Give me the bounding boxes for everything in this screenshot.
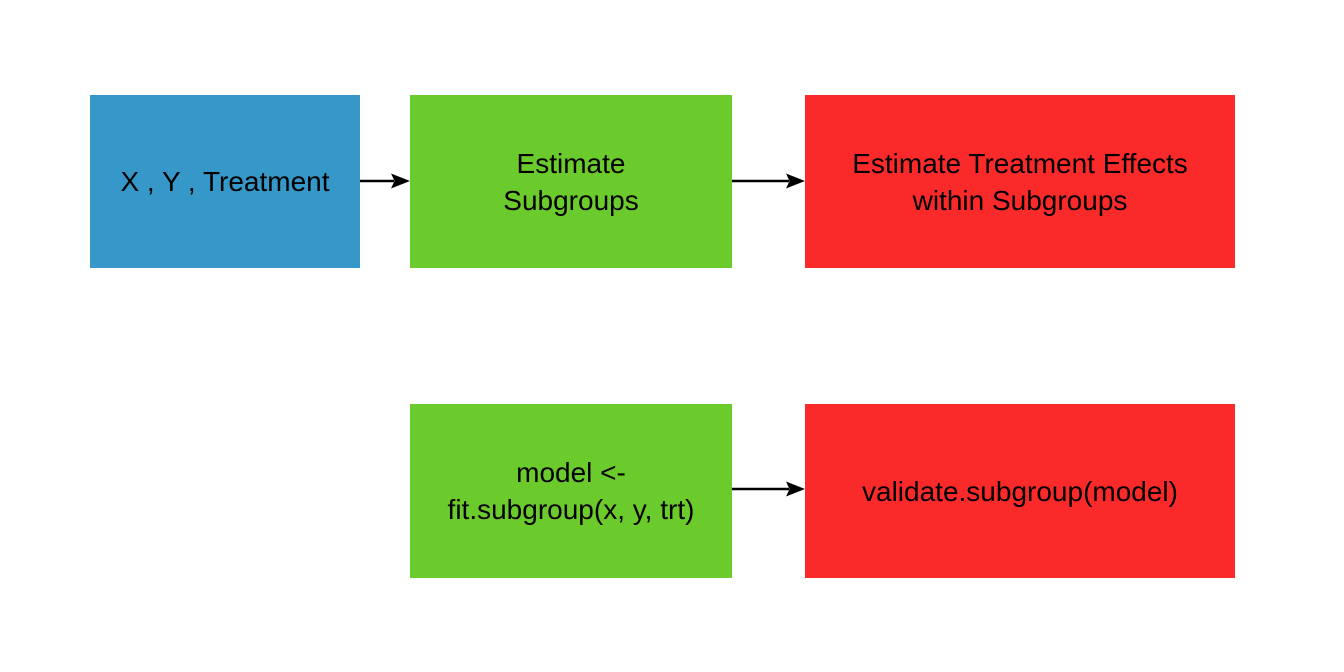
node-estimate-subgroups: Estimate Subgroups: [410, 95, 732, 268]
node-validate-model: validate.subgroup(model): [805, 404, 1235, 578]
node-fit-model-label-line2: fit.subgroup(x, y, trt): [447, 494, 695, 525]
node-validate-model-label: validate.subgroup(model): [862, 475, 1178, 507]
arrow-fit-model-to-validate: [732, 481, 805, 497]
node-estimate-subgroups-label-line1: Estimate: [516, 147, 626, 179]
node-fit-model: model <- fit.subgroup(x, y, trt): [410, 404, 732, 578]
node-input-data-label: X , Y , Treatment: [120, 166, 330, 197]
node-estimate-subgroups-label-line2: Subgroups: [503, 184, 639, 216]
node-input-data: X , Y , Treatment: [90, 95, 360, 268]
node-estimate-treatment-effects-label-line1: Estimate Treatment Effects: [852, 147, 1188, 179]
node-estimate-treatment-effects: Estimate Treatment Effects within Subgro…: [805, 95, 1235, 268]
arrow-estimate-subgroups-to-effects: [732, 173, 805, 189]
arrow-input-to-estimate-subgroups: [360, 173, 410, 189]
node-estimate-treatment-effects-label-line2: within Subgroups: [912, 184, 1128, 216]
node-fit-model-label-line1: model <-: [516, 457, 626, 488]
